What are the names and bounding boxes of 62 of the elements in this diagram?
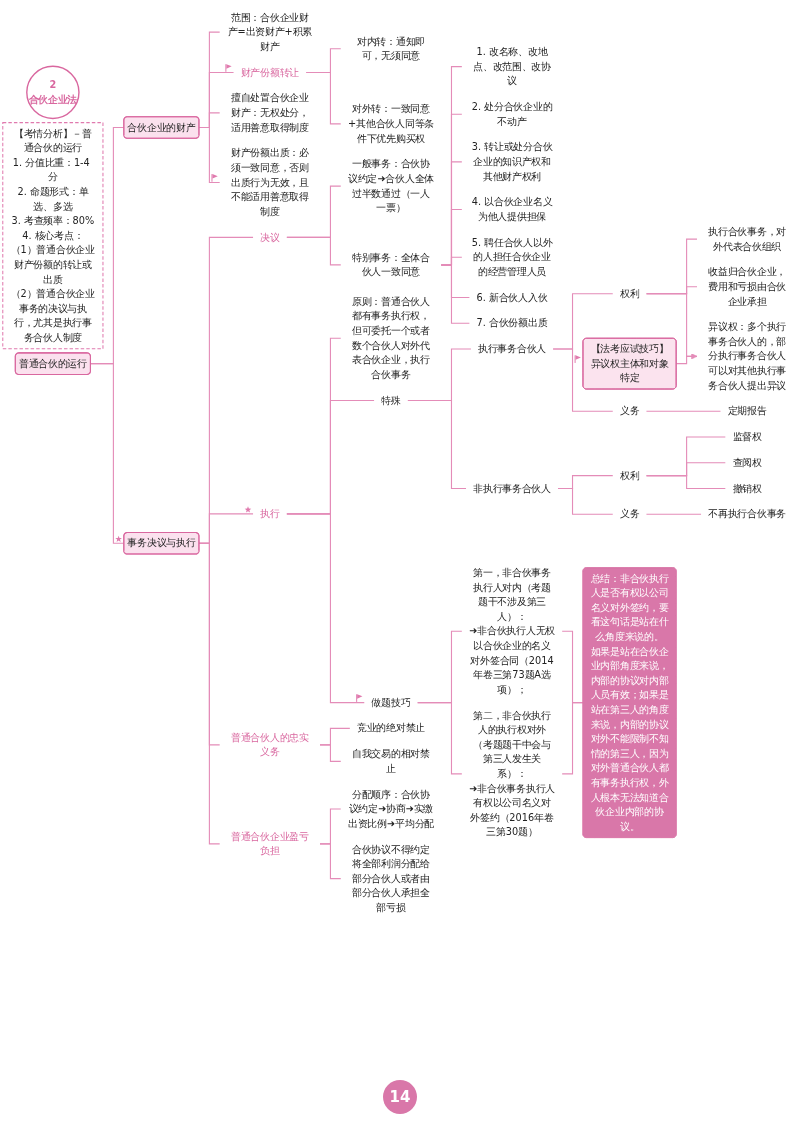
connector	[198, 542, 221, 845]
node-text: 执行	[260, 508, 280, 520]
connector	[645, 410, 722, 412]
node-text: 特殊	[381, 394, 401, 406]
node-text: 合伙协议不得约定将全部利润分配给部分合伙人或者由部分合伙人承担全部亏损	[352, 843, 430, 914]
node-text: 1. 改名称、改地点、改范围、改协议	[473, 46, 551, 87]
node-text: 7. 合伙份额出质	[476, 317, 548, 329]
node-text: 义务	[619, 405, 640, 417]
connector	[286, 236, 342, 266]
connector	[561, 702, 584, 775]
arrow	[675, 353, 698, 365]
node-text: 权利	[619, 469, 640, 481]
node-text: 决议	[260, 231, 280, 243]
connector	[440, 264, 471, 324]
node-text: 普通合伙人的忠实义务	[230, 731, 309, 758]
node-circle: 2 合伙企业法	[26, 65, 80, 120]
node-text: 一般事务：合伙协议约定➜合伙人全体过半数通过（一人一票）	[347, 158, 434, 214]
node-text: 定期报告	[727, 405, 767, 417]
node-text: 权利	[619, 287, 640, 299]
node-text: 不再执行合伙事务	[708, 508, 787, 520]
node-text: 擅自处置合伙企业财产：无权处分，适用善意取得制度	[230, 92, 309, 133]
node-text: 第一，非合伙事务执行人对内（考题题干不涉及第三人）： ➜非合伙执行人无权以合伙企业的名义对外签合同（2014年卷三第73题A选项）；	[468, 566, 556, 695]
node-text: 做题技巧	[371, 696, 411, 708]
node-text: 普通合伙企业盈亏负担	[230, 830, 309, 857]
node-text: 3. 转让或处分合伙企业的知识产权和其他财产权利	[471, 141, 553, 182]
node-text: 财产份额转让	[240, 66, 300, 78]
node-text: 自我交易的相对禁止	[352, 748, 430, 774]
node-text: 查阅权	[732, 456, 762, 468]
connector	[198, 126, 221, 183]
node-text: 范围：合伙企业财产=出资财产+积累财产	[227, 11, 313, 52]
node-text: 2. 处分合伙企业的不动产	[471, 101, 553, 127]
node-text: 非执行事务合伙人	[473, 482, 551, 494]
node-text: 异议权：多个执行事务合伙人的，部分执行事务合伙人可以对其他执行事务合伙人提出异议	[708, 321, 787, 391]
connector	[407, 399, 467, 490]
node-text: 监督权	[732, 431, 762, 443]
node-text: 财产份额出质：必须一致同意，否则出质行为无效，且不能适用善意取得制度	[230, 147, 309, 217]
node-text: 对内转：通知即可，无须同意	[356, 35, 426, 62]
node-text: 对外转：一致同意+其他合伙人同等条件下优先购买权	[347, 103, 434, 144]
node-text: 6. 新合伙人入伙	[476, 291, 548, 303]
connector	[557, 487, 614, 515]
page-number: 14	[383, 1080, 417, 1114]
connector	[305, 71, 342, 125]
node-text: 执行事务合伙人	[477, 343, 547, 355]
connector	[416, 702, 463, 775]
node-text: 特别事务：全体合伙人一致同意	[352, 251, 430, 278]
connector	[552, 348, 614, 412]
node-text: 4. 以合伙企业名义为他人提供担保	[471, 196, 553, 223]
connector	[645, 513, 702, 515]
node-text: 竞业的绝对禁止	[356, 722, 426, 734]
node-text: 第二，非合伙执行人的执行权对外（考题题干中会与第三人发生关系）： ➜非合伙事务执行人有权以公司名义对外签约（2016年卷三第30题）	[468, 709, 556, 838]
connector	[319, 843, 342, 880]
node-text: 执行合伙事务，对外代表合伙组织	[708, 225, 787, 252]
node-text: 原则：普通合伙人都有事务执行权，但可委托一个或者数个合伙人对外代表合伙企业，执行合伙事务	[352, 295, 430, 380]
node-text: 义务	[619, 508, 640, 520]
node-text: 分配顺序：合伙协议约定➜协商➜实缴出资比例➜平均分配	[347, 788, 434, 829]
connector	[286, 513, 366, 704]
node-text: 5. 聘任合伙人以外的人担任合伙企业的经营管理人员	[471, 236, 553, 278]
node-box: 【考情分析】－普通合伙的运行 1. 分值比重：1-4 分 2. 命题形式：单选、多选 3. 考查频率：80% 4. 核心考点： （1）普通合伙企业财产份额的转让或出质 （2）普通合伙企业事务的决议与执行，尤其是执行事务合伙人制度	[2, 122, 104, 350]
connector	[319, 744, 342, 762]
node-text: 收益归合伙企业，费用和亏损由合伙企业承担	[708, 266, 787, 307]
node-text: 撤销权	[732, 482, 762, 494]
connector	[645, 475, 727, 490]
